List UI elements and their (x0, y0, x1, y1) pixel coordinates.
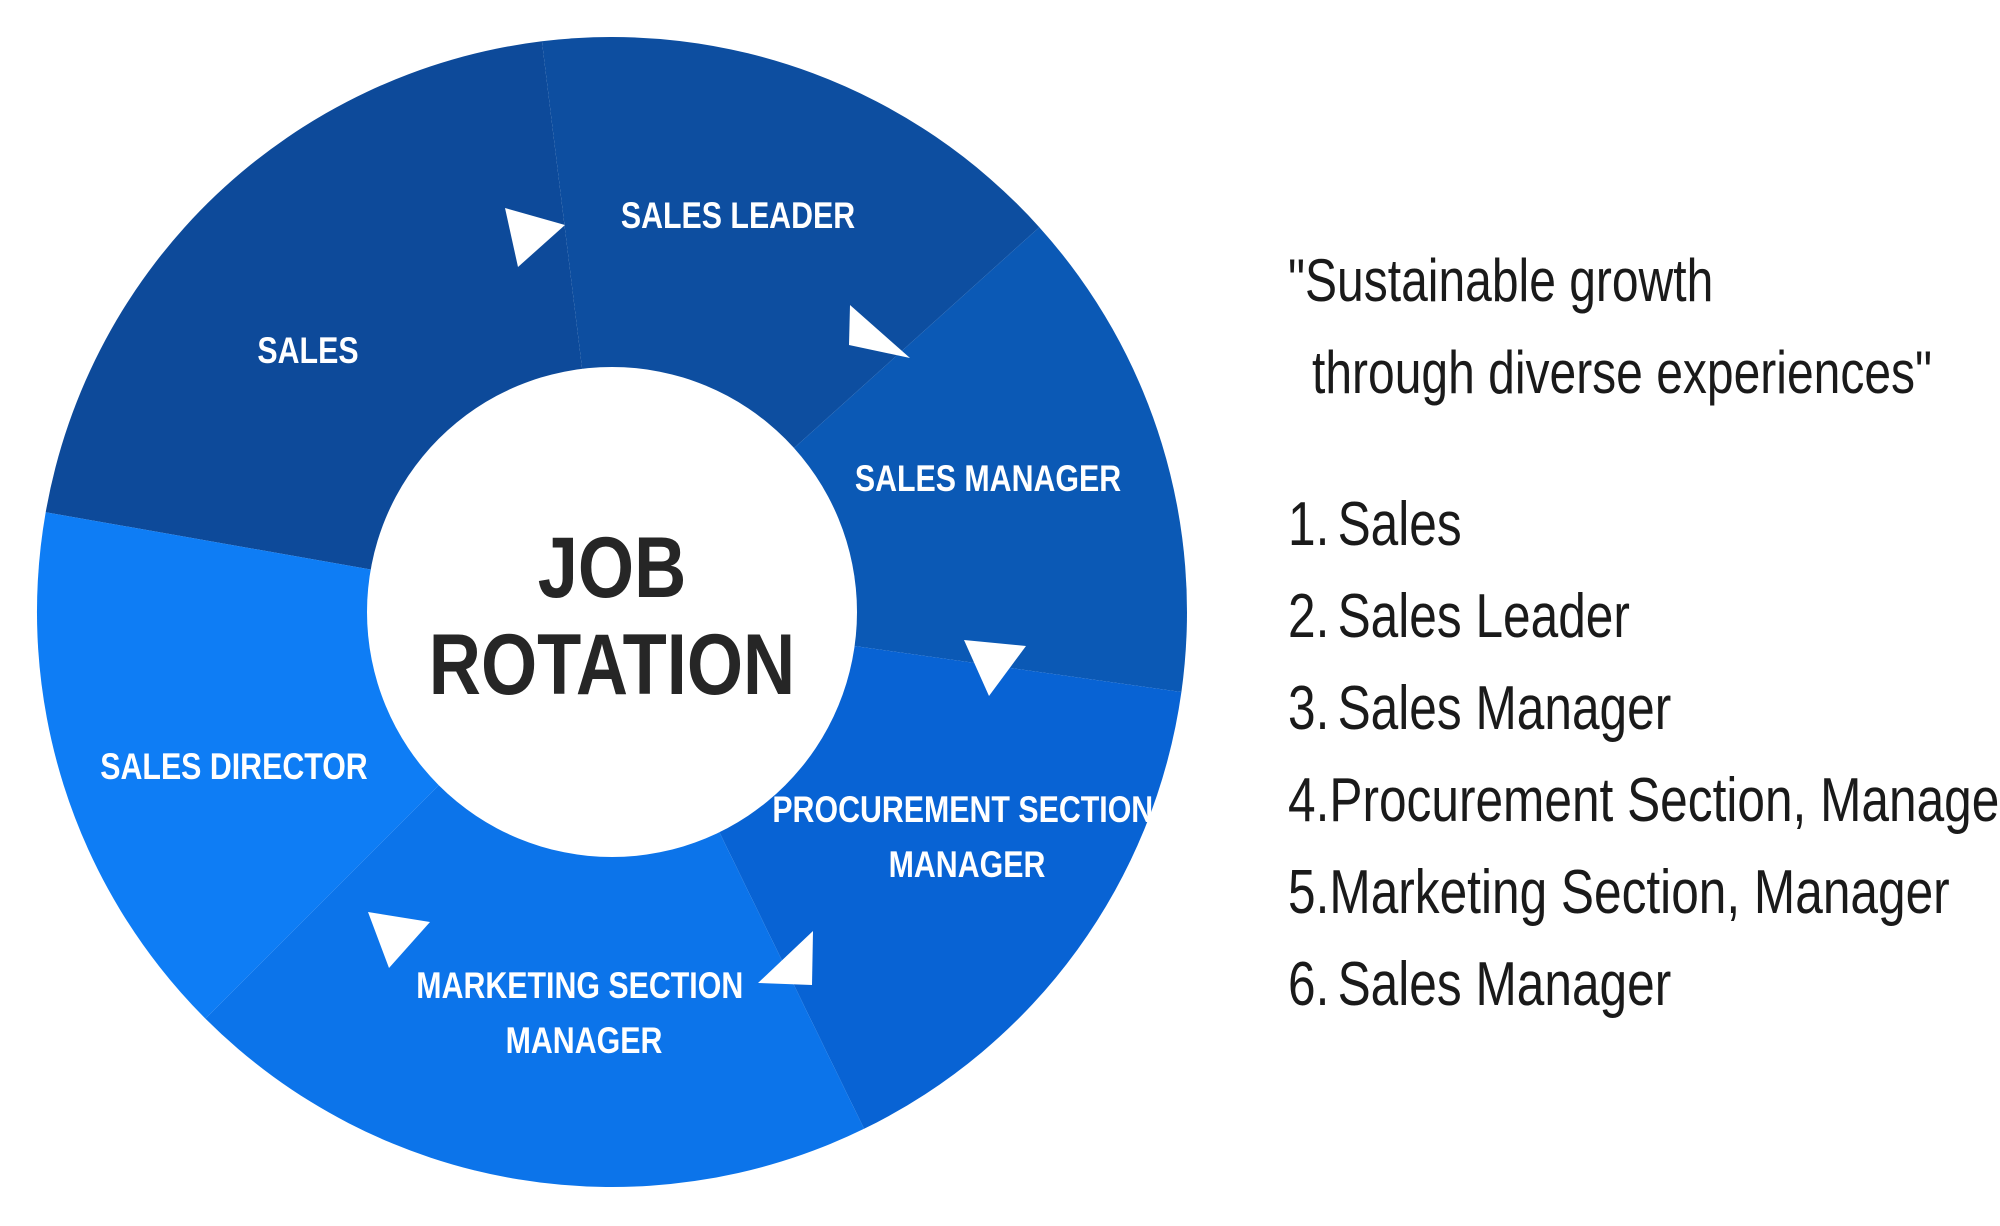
arrow-marketing-to-sales-director-icon (368, 912, 430, 968)
rotation-steps-list: 1.Sales 2.Sales Leader 3.Sales Manager 4… (1288, 479, 2000, 1031)
arrow-sales-manager-to-procurement-icon (964, 640, 1026, 696)
segment-marketing-section-manager (205, 612, 865, 1188)
tagline-quote: "Sustainable growth through diverse expe… (1288, 235, 1933, 419)
step-text: Sales Manager (1337, 950, 1672, 1019)
list-item: 3.Sales Manager (1288, 663, 1848, 755)
job-rotation-cycle-diagram: SALES SALES LEADER SALES MANAGER PROCURE… (36, 37, 1187, 1188)
step-text: Marketing Section, Manager (1329, 858, 1950, 927)
step-number: 2. (1288, 582, 1330, 651)
arrow-sales-to-sales-leader-icon (505, 208, 565, 267)
segment-label-sales-leader: SALES LEADER (621, 195, 855, 237)
step-number: 1. (1288, 490, 1330, 559)
quote-line-1: "Sustainable growth (1288, 247, 1714, 314)
step-number: 6. (1288, 950, 1330, 1019)
step-text: Procurement Section, Manager (1329, 766, 2000, 835)
segment-label-sales: SALES (257, 330, 358, 372)
arrow-procurement-to-marketing-icon (758, 931, 813, 985)
arrow-sales-leader-to-sales-manager-icon (849, 305, 910, 358)
quote-line-2: through diverse experiences" (1312, 339, 1933, 406)
list-item: 6.Sales Manager (1288, 939, 1848, 1031)
right-panel: "Sustainable growth through diverse expe… (1288, 235, 2000, 1031)
step-text: Sales Manager (1337, 674, 1672, 743)
center-title-line-2: ROTATION (429, 616, 795, 712)
list-item: 1.Sales (1288, 479, 1848, 571)
list-item: 5.Marketing Section, Manager (1288, 847, 1950, 939)
segment-label-sales-director: SALES DIRECTOR (100, 746, 367, 788)
step-number: 5. (1288, 858, 1330, 927)
step-number: 3. (1288, 674, 1330, 743)
list-item: 4.Procurement Section, Manager (1288, 755, 2000, 847)
step-text: Sales (1337, 490, 1462, 559)
segment-label-marketing-section-manager: MARKETING SECTION MANAGER (416, 965, 751, 1062)
center-circle (367, 367, 857, 857)
segment-label-procurement-section-manager: PROCUREMENT SECTION MANAGER (772, 789, 1161, 886)
list-item: 2.Sales Leader (1288, 571, 1848, 663)
segment-label-sales-manager: SALES MANAGER (855, 458, 1121, 500)
step-number: 4. (1288, 766, 1330, 835)
center-title-line-1: JOB (538, 519, 687, 615)
step-text: Sales Leader (1337, 582, 1630, 651)
